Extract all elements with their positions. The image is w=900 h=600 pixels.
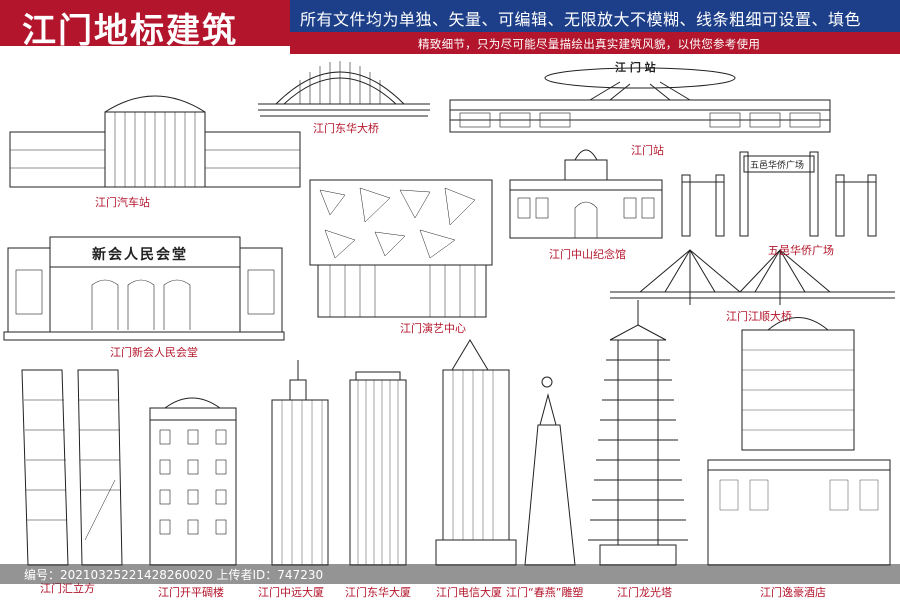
- wuyi-plaza-drawing: [681, 151, 877, 237]
- station-sign: 江 门 站: [615, 61, 656, 74]
- chunyan-sculpture-drawing: [524, 376, 576, 566]
- label-chunyan-sculpture: 江门“春燕”雕塑: [506, 586, 584, 599]
- yihao-hotel-drawing: [707, 317, 891, 566]
- page-subtitle: 所有文件均为单独、矢量、可编辑、无限放大不模糊、线条粗细可设置、填色: [300, 10, 862, 29]
- label-zhongyuan-tower: 江门中远大厦: [258, 586, 324, 599]
- subtitle-banner: 所有文件均为单独、矢量、可编辑、无限放大不模糊、线条粗细可设置、填色: [290, 0, 900, 32]
- performance-center-drawing: [309, 179, 493, 318]
- title-banner: 江门地标建筑: [0, 0, 290, 51]
- hall-sign: 新会人民会堂: [92, 247, 188, 263]
- label-jiangmen-station: 江门站: [631, 144, 664, 157]
- footer-text: 编号：20210325221428260020 上传者ID：747230: [24, 568, 324, 582]
- label-kaiping-diaolou: 江门开平碉楼: [158, 586, 224, 599]
- footer-bar: 编号：20210325221428260020 上传者ID：747230: [0, 564, 900, 584]
- note-banner: 精致细节，只为尽可能尽量描绘出真实建筑风貌，以供您参考使用: [290, 32, 900, 54]
- label-xinhui-hall: 江门新会人民会堂: [110, 346, 198, 359]
- sun-yatsen-memorial-drawing: [509, 149, 663, 239]
- donghua-tower-drawing: [349, 371, 407, 566]
- label-huilifang: 江门汇立方: [40, 582, 95, 595]
- label-yihao-hotel: 江门逸豪酒店: [760, 586, 826, 599]
- page-title: 江门地标建筑: [22, 11, 238, 51]
- page-note: 精致细节，只为尽可能尽量描绘出真实建筑风貌，以供您参考使用: [418, 37, 761, 51]
- label-telecom-tower: 江门电信大厦: [436, 586, 502, 599]
- label-donghua-bridge: 江门东华大桥: [313, 122, 379, 135]
- telecom-tower-drawing: [435, 339, 517, 566]
- zhongyuan-tower-drawing: [271, 360, 329, 566]
- plaza-sign: 五邑华侨广场: [750, 161, 805, 171]
- label-jiangshun-bridge: 江门江顺大桥: [726, 310, 792, 323]
- xinhui-hall-drawing: [3, 236, 285, 341]
- donghua-bridge-drawing: [258, 61, 430, 117]
- huilifang-drawing: [21, 369, 123, 566]
- longguang-pagoda-drawing: [588, 300, 688, 566]
- kaiping-diaolou-drawing: [149, 397, 237, 566]
- label-donghua-tower: 江门东华大厦: [345, 586, 411, 599]
- label-longguang-pagoda: 江门龙光塔: [617, 586, 672, 599]
- label-sun-yatsen-memorial: 江门中山纪念馆: [549, 248, 626, 261]
- label-bus-station: 江门汽车站: [95, 196, 150, 209]
- label-wuyi-plaza: 五邑华侨广场: [768, 244, 834, 257]
- bus-station-drawing: [9, 95, 301, 188]
- jiangmen-station-drawing: [449, 67, 831, 133]
- label-performance-center: 江门演艺中心: [400, 322, 466, 335]
- jiangshun-bridge-drawing: [610, 249, 895, 305]
